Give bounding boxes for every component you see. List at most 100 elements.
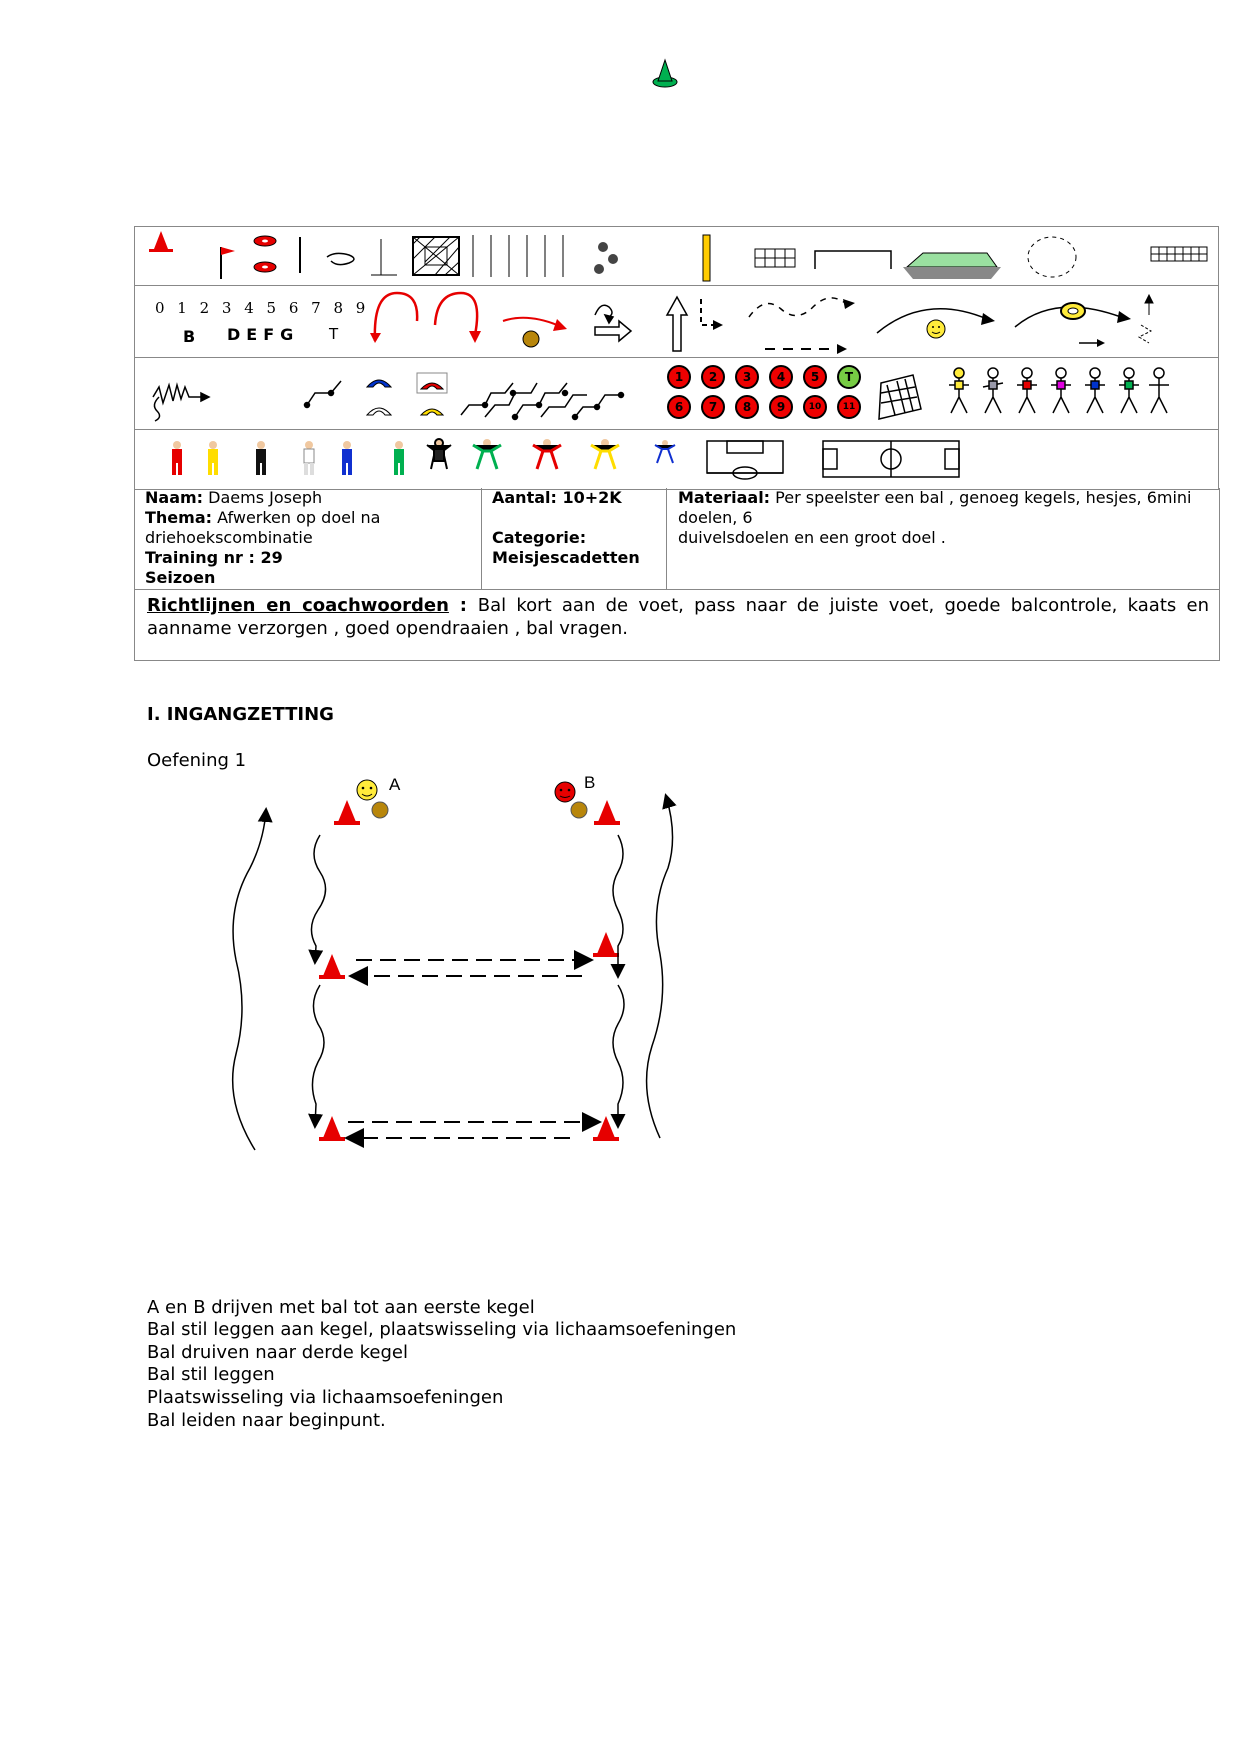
- aantal-label: Aantal: 10+2K: [492, 488, 622, 507]
- up-arrow-icon: [665, 295, 689, 352]
- disc-icon: [253, 235, 277, 273]
- description-line-6: Bal leiden naar beginpunt.: [147, 1410, 386, 1431]
- exercise-title: Oefening 1: [147, 750, 247, 771]
- stick-figures-icon: [949, 367, 1169, 414]
- cone-a2-icon: [319, 954, 345, 979]
- player-a-icon: [356, 779, 378, 801]
- movement-icons-row: [370, 291, 1154, 354]
- player-number-7: 7: [701, 395, 725, 419]
- half-ring-blue-icon: [365, 379, 393, 388]
- return-path-left: [231, 807, 273, 1151]
- pass-arc-icon: [876, 308, 995, 339]
- cone-b3-icon: [593, 1116, 619, 1141]
- turn-arrow-icon: [594, 304, 633, 343]
- player-trainer: T: [837, 365, 861, 389]
- hurdles-icon: [460, 382, 625, 421]
- dashed-circle-icon: [1027, 236, 1077, 278]
- player-number-1: 1: [667, 365, 691, 389]
- dribble-icon: [152, 382, 211, 422]
- player-number-9: 9: [769, 395, 793, 419]
- player-number-11: 11: [837, 395, 861, 419]
- categorie-label: Categorie:: [492, 528, 587, 547]
- symbol-legend: 0 1 2 3 4 5 6 7 8 9 B DEFG T: [134, 226, 1219, 490]
- equipment-icons-row: [149, 231, 1208, 282]
- player-number-6: 6: [667, 395, 691, 419]
- stick-figure-green-icon: [1119, 367, 1139, 414]
- cone-b2-icon: [593, 932, 619, 957]
- curved-arrows-icon: [370, 291, 481, 343]
- thema-value: Afwerken op doel na driehoekscombinatie: [145, 508, 381, 547]
- player-yellow-icon: [208, 441, 218, 475]
- cones: [319, 800, 620, 1141]
- symbol-row-2: 0 1 2 3 4 5 6 7 8 9 B DEFG T: [135, 285, 1218, 358]
- green-cone-icon: [652, 58, 678, 88]
- pole-icon: [371, 239, 397, 276]
- player-blue-icon: [342, 441, 352, 475]
- player-icons-row: [152, 372, 922, 422]
- stick-figure-white-icon: [1149, 367, 1169, 414]
- thema-label: Thema:: [145, 508, 213, 527]
- cone-a3-icon: [319, 1116, 345, 1141]
- description-line-4: Bal stil leggen: [147, 1364, 275, 1385]
- hurdle-step-icon: [303, 380, 342, 409]
- player-b-icon: [554, 781, 576, 803]
- player-number-3: 3: [735, 365, 759, 389]
- player-green-icon: [394, 441, 404, 475]
- net-goal-icon: [754, 248, 796, 268]
- drill-diagram: A B: [231, 773, 677, 1151]
- small-goal-icon: [814, 250, 892, 269]
- letter-t-label: T: [329, 325, 339, 343]
- letters-defg-label: DEFG: [227, 325, 300, 344]
- cone-a1-icon: [334, 800, 360, 825]
- half-ring-white-icon: [365, 407, 393, 416]
- dribble-path-b2: [610, 984, 626, 1129]
- stick-figure-yellow-icon: [949, 367, 969, 414]
- guidelines-title: Richtlijnen en coachwoorden: [147, 595, 449, 616]
- stick-figure-white-icon: [982, 367, 1004, 414]
- goalkeeper-yellow-icon: [590, 439, 620, 470]
- player-white-icon: [303, 441, 315, 475]
- player-black-icon: [256, 441, 266, 475]
- goalkeeper-red-icon: [532, 439, 562, 470]
- dribble-path-b1: [610, 834, 626, 979]
- description-line-1: A en B drijven met bal tot aan eerste ke…: [147, 1297, 535, 1318]
- field-zone-icon: [903, 252, 1001, 279]
- materiaal-label: Materiaal:: [678, 488, 771, 507]
- info-cell-middle: Aantal: 10+2K Categorie: Meisjescadetten: [492, 488, 652, 588]
- wavy-dashed-arrow-icon: [748, 297, 855, 354]
- naam-value: Daems Joseph: [208, 488, 323, 507]
- info-cell-right: Materiaal: Per speelster een bal , genoe…: [678, 488, 1208, 588]
- return-path-right: [645, 793, 677, 1139]
- player-number-4: 4: [769, 365, 793, 389]
- half-ring-red-icon: [416, 372, 448, 394]
- zigzag-arrow-icon: [1137, 293, 1154, 344]
- description-line-3: Bal druiven naar derde kegel: [147, 1342, 408, 1363]
- digits-label: 0 1 2 3 4 5 6 7 8 9: [155, 299, 370, 317]
- letter-b-label: B: [183, 327, 196, 346]
- dribble-path-a2: [308, 984, 325, 1129]
- materiaal-value-2: duivelsdoelen en een groot doel .: [678, 528, 946, 547]
- section-heading: I. INGANGZETTING: [147, 704, 334, 725]
- player-a-label: A: [389, 775, 401, 794]
- description-line-5: Plaatswisseling via lichaamsoefeningen: [147, 1387, 504, 1408]
- training-info-table: Naam: Daems Joseph Thema: Afwerken op do…: [134, 488, 1220, 661]
- dribble-path-a1: [308, 834, 327, 965]
- mini-goal-icon: [878, 374, 922, 420]
- stick-figure-red-icon: [1017, 367, 1037, 414]
- symbol-row-4: [135, 429, 1218, 489]
- naam-label: Naam:: [145, 488, 204, 507]
- symbol-row-1: [135, 227, 1218, 286]
- square-zone-icon: [412, 236, 460, 276]
- player-number-2: 2: [701, 365, 725, 389]
- field-overview-icon: [822, 440, 960, 478]
- guidelines: Richtlijnen en coachwoorden : Bal kort a…: [135, 589, 1219, 640]
- player-red-icon: [172, 441, 182, 475]
- target-arc-icon: [1014, 302, 1131, 347]
- goalkeeper-blue-icon: [654, 440, 676, 464]
- post-icon: [702, 234, 711, 282]
- corner-flag-icon: [220, 247, 235, 279]
- player-number-10: 10: [803, 395, 827, 419]
- stick-figure-blue-icon: [1085, 367, 1105, 414]
- half-ring-yellow-icon: [419, 408, 445, 416]
- goalkeeper-black-icon: [426, 438, 452, 470]
